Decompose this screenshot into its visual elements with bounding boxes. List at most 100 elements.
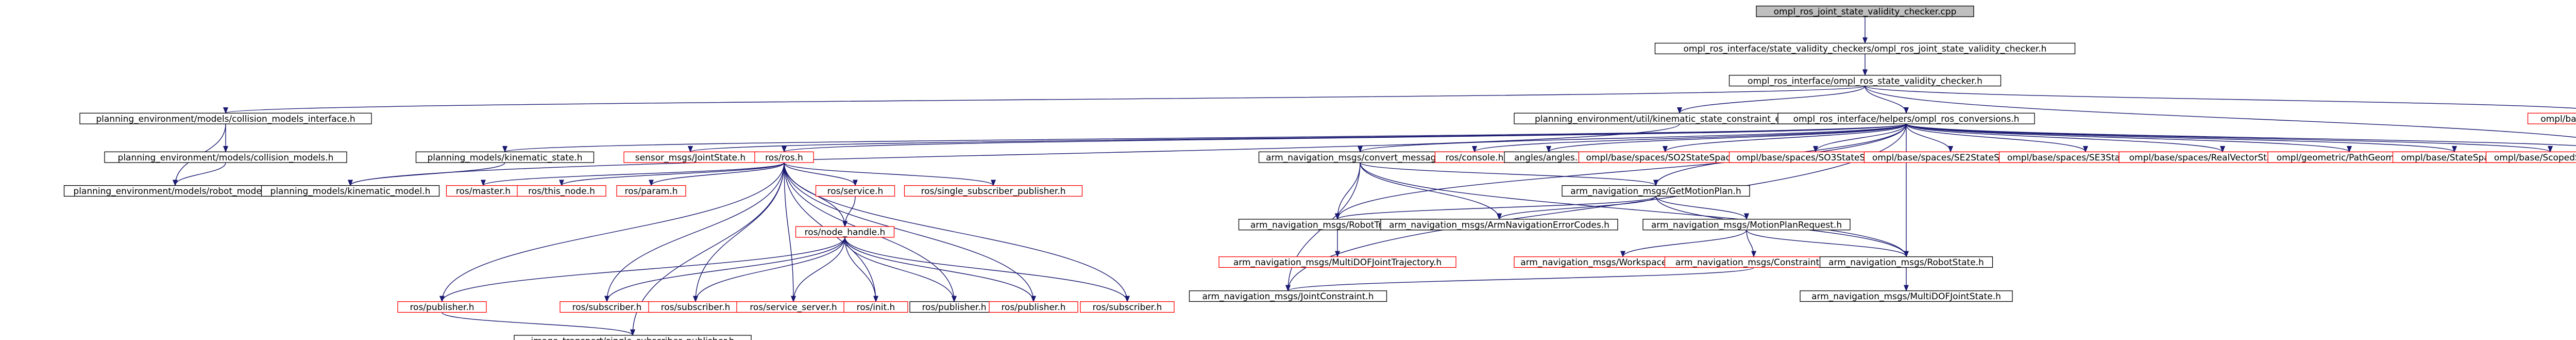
graph-node-label: angles/angles.h xyxy=(1514,153,1583,163)
node-layer: ompl_ros_joint_state_validity_checker.cp… xyxy=(63,5,2576,340)
graph-node: ompl_ros_joint_state_validity_checker.cp… xyxy=(1756,5,1974,18)
graph-node-label: ros/this_node.h xyxy=(528,186,595,197)
graph-node-box xyxy=(104,151,347,163)
graph-node-box xyxy=(1218,256,1456,268)
graph-node[interactable]: arm_navigation_msgs/MultiDOFJointState.h xyxy=(1800,290,2013,302)
graph-node-box xyxy=(1642,219,1851,231)
graph-node: ros/subscriber.h xyxy=(648,301,743,313)
dependency-edge xyxy=(844,237,1036,302)
graph-node-label: ros/subscriber.h xyxy=(572,302,642,313)
graph-node-label: planning_environment/models/collision_mo… xyxy=(118,153,334,163)
dependency-edge xyxy=(1906,123,2225,153)
graph-node: sensor_msgs/JointState.h xyxy=(623,151,757,163)
dependency-edge xyxy=(842,196,856,228)
graph-node-box xyxy=(1189,290,1387,302)
graph-node[interactable]: arm_navigation_msgs/GetMotionPlan.h xyxy=(1562,185,1750,197)
dependency-edge xyxy=(1334,163,1361,220)
dependency-edge xyxy=(784,162,858,186)
graph-node-box xyxy=(397,301,487,313)
graph-node-box xyxy=(616,185,686,197)
dependency-edge xyxy=(1472,123,1907,153)
dependency-edge xyxy=(784,163,1036,302)
graph-node: ompl/base/ScopedState.h xyxy=(2485,151,2576,163)
dependency-edge xyxy=(224,86,1866,114)
graph-node-box xyxy=(843,301,908,313)
graph-node-label: ros/single_subscriber_publisher.h xyxy=(921,186,1065,197)
dependency-edge xyxy=(784,163,1130,302)
graph-node-label: ros/subscriber.h xyxy=(1093,302,1162,313)
graph-node: ros/service_server.h xyxy=(736,301,851,313)
graph-node[interactable]: planning_environment/models/collision_mo… xyxy=(104,151,347,163)
graph-node-label: arm_navigation_msgs/Constraints.h xyxy=(1675,257,1832,268)
dependency-edge xyxy=(1746,230,1909,257)
graph-node[interactable]: planning_models/kinematic_model.h xyxy=(261,185,440,197)
graph-node-label: ros/service.h xyxy=(827,186,884,197)
graph-node-box xyxy=(754,151,814,163)
dependency-edge xyxy=(1906,124,1954,153)
graph-node[interactable]: ompl_ros_interface/state_validity_checke… xyxy=(1654,42,2076,55)
dependency-edge xyxy=(1813,123,1907,153)
dependency-edge xyxy=(1906,123,2352,153)
graph-node: arm_navigation_msgs/MultiDOFJointTraject… xyxy=(1218,256,1456,268)
graph-node-box xyxy=(2485,151,2576,163)
graph-node[interactable]: arm_navigation_msgs/JointConstraint.h xyxy=(1189,290,1387,302)
dependency-edge xyxy=(1358,123,1907,153)
graph-node[interactable]: arm_navigation_msgs/RobotState.h xyxy=(1819,256,1993,268)
graph-node-label: arm_navigation_msgs/convert_messages.h xyxy=(1266,153,1454,163)
graph-node: ompl/base/spaces/SE2StateSpace.h xyxy=(1863,151,2038,163)
graph-node[interactable]: ros/publisher.h xyxy=(909,301,999,313)
graph-node[interactable]: image_transport/single_subscriber_publis… xyxy=(514,335,752,340)
dependency-edge xyxy=(649,162,785,186)
dependency-edge xyxy=(782,123,1907,153)
graph-node-label: arm_navigation_msgs/MultiDOFJointState.h xyxy=(1811,292,2001,302)
graph-node-box xyxy=(1819,256,1993,268)
graph-node: ros/master.h xyxy=(446,185,521,197)
graph-node-label: ompl/base/StateValidityChecker.h xyxy=(2540,114,2576,124)
graph-node-box xyxy=(1800,290,2013,302)
graph-node-box xyxy=(517,185,606,197)
graph-node-box xyxy=(904,185,1083,197)
graph-node: ros/this_node.h xyxy=(517,185,606,197)
graph-node-label: planning_environment/models/robot_models… xyxy=(73,186,277,197)
graph-node-label: ros/node_handle.h xyxy=(805,228,886,238)
graph-node: ompl/base/spaces/SO2StateSpace.h xyxy=(1578,151,1752,163)
graph-node-box xyxy=(1562,185,1750,197)
graph-node-box xyxy=(1654,42,2076,55)
dependency-edge xyxy=(1546,123,1907,153)
graph-node-label: image_transport/single_subscriber_publis… xyxy=(531,336,734,340)
graph-node-box xyxy=(2527,112,2576,124)
graph-node-label: ompl/base/spaces/SO3StateSpace.h xyxy=(1737,153,1895,163)
graph-node[interactable]: arm_navigation_msgs/ArmNavigationErrorCo… xyxy=(1380,219,1618,231)
dependency-edge xyxy=(1865,86,2576,109)
graph-node[interactable]: planning_environment/models/collision_mo… xyxy=(79,112,372,124)
graph-node[interactable]: planning_environment/models/robot_models… xyxy=(63,185,287,197)
graph-node-box xyxy=(1380,219,1618,231)
graph-node-box xyxy=(795,226,895,238)
graph-node[interactable]: ompl_ros_interface/ompl_ros_state_validi… xyxy=(1728,75,2002,87)
graph-node: ros/ros.h xyxy=(754,151,814,163)
dependency-edge xyxy=(1285,267,1754,292)
graph-node: ros/publisher.h xyxy=(397,301,487,313)
graph-node-label: arm_navigation_msgs/GetMotionPlan.h xyxy=(1570,186,1741,197)
dependency-edge xyxy=(1335,124,1907,220)
graph-node[interactable]: arm_navigation_msgs/convert_messages.h xyxy=(1258,151,1462,163)
graph-node-label: ros/publisher.h xyxy=(922,302,986,313)
graph-node-label: ompl/geometric/PathGeometric.h xyxy=(2277,153,2422,163)
graph-node-box xyxy=(514,335,752,340)
graph-node: arm_navigation_msgs/Constraints.h xyxy=(1664,256,1843,268)
graph-node[interactable]: arm_navigation_msgs/MotionPlanRequest.h xyxy=(1642,219,1851,231)
dependency-edge xyxy=(844,237,879,302)
graph-node[interactable]: ompl_ros_interface/helpers/ompl_ros_conv… xyxy=(1777,112,2035,124)
dependency-edge xyxy=(1360,163,1502,220)
graph-node[interactable]: angles/angles.h xyxy=(1504,151,1594,163)
dependency-edge xyxy=(1497,196,1656,220)
dependency-edge xyxy=(604,237,845,302)
dependency-edge xyxy=(790,237,845,302)
graph-node-box xyxy=(261,185,440,197)
graph-node-label: planning_models/kinematic_model.h xyxy=(270,186,431,197)
graph-node-label: ros/master.h xyxy=(456,186,511,197)
graph-node: ros/node_handle.h xyxy=(795,226,895,238)
graph-node[interactable]: planning_models/kinematic_state.h xyxy=(415,151,595,163)
edge-layer xyxy=(172,17,2576,336)
